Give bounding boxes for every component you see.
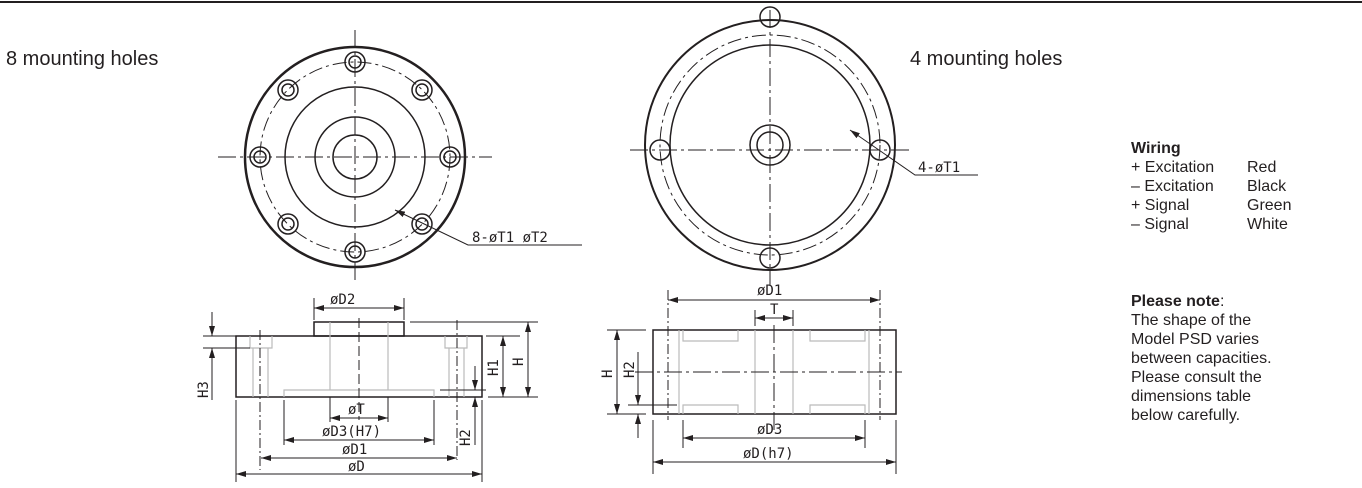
dim-d: øD (348, 459, 365, 475)
dim-d1: øD1 (342, 442, 367, 458)
note-title: Please note (1131, 293, 1220, 310)
dim-d2: øD2 (330, 292, 355, 308)
note-line: The shape of the (1131, 312, 1252, 329)
note-line: between capacities. (1131, 350, 1272, 367)
dim-h2: H2 (458, 429, 474, 446)
left-side-view (203, 298, 538, 482)
wiring-title: Wiring (1131, 140, 1181, 157)
right-title: 4 mounting holes (910, 48, 1063, 70)
right-top-view (630, 6, 978, 285)
left-title: 8 mounting holes (6, 48, 159, 70)
note-line: dimensions table (1131, 388, 1252, 405)
dim-h-right: H (600, 370, 616, 378)
right-callout: 4-øT1 (918, 160, 960, 176)
dim-d-right: øD(h7) (743, 446, 794, 462)
right-side-view (607, 290, 902, 474)
dim-h2-right: H2 (622, 361, 638, 378)
note-line: Please consult the (1131, 369, 1262, 386)
dim-h3: H3 (196, 381, 212, 398)
mounting-holes (249, 51, 461, 263)
note-line: below carefully. (1131, 407, 1241, 424)
dim-t: øT (348, 402, 365, 418)
note-line: Model PSD varies (1131, 331, 1260, 348)
dim-h: H (511, 358, 527, 366)
dim-t-right: T (770, 302, 779, 318)
dim-d3-right: øD3 (757, 422, 782, 438)
left-top-view (218, 30, 582, 282)
note-panel: Please note: The shape of the Model PSD … (1131, 293, 1272, 424)
left-callout: 8-øT1 øT2 (472, 230, 548, 246)
dim-h1: H1 (486, 359, 502, 376)
dim-d3: øD3(H7) (322, 424, 381, 440)
dim-d1-right: øD1 (757, 283, 782, 299)
